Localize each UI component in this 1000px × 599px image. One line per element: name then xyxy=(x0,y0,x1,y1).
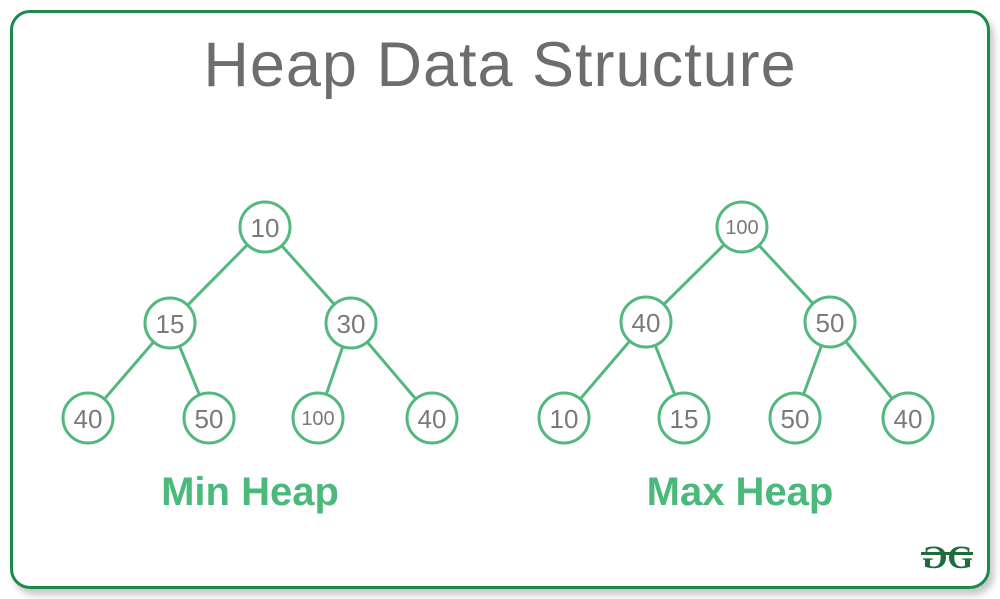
tree-node-circle xyxy=(803,295,857,349)
page-title: Heap Data Structure xyxy=(203,30,797,100)
tree-edge xyxy=(758,245,814,304)
node-value: 40 xyxy=(894,404,923,434)
tree-edge xyxy=(580,341,630,399)
tree-node-circle xyxy=(61,391,115,445)
tree-node-circle xyxy=(881,391,935,445)
tree-edge xyxy=(802,345,823,395)
tree-node-circle xyxy=(657,391,711,445)
tree-node-circle xyxy=(291,391,345,445)
node-value: 40 xyxy=(632,308,661,338)
node-value: 10 xyxy=(550,404,579,434)
tree-node-circle xyxy=(537,391,591,445)
node-value: 15 xyxy=(670,404,699,434)
min-heap: 10 15 30 40 50 100 40 xyxy=(61,200,459,445)
geeksforgeeks-logo: GG xyxy=(920,540,973,576)
tree-edge xyxy=(281,245,335,305)
node-value: 100 xyxy=(725,217,758,239)
tree-node-circle xyxy=(715,200,769,254)
tree-node-circle xyxy=(238,200,292,254)
tree-node-circle xyxy=(324,296,378,350)
node-value: 40 xyxy=(74,404,103,434)
tree-edge xyxy=(845,341,893,399)
diagram-card xyxy=(10,10,990,589)
tree-edge xyxy=(187,244,248,306)
node-value: 30 xyxy=(337,309,366,339)
node-value: 10 xyxy=(251,213,280,243)
node-value: 50 xyxy=(781,404,810,434)
tree-node-circle xyxy=(768,391,822,445)
node-value: 100 xyxy=(301,408,334,430)
logo-letter-mirrored-g: G xyxy=(922,540,948,576)
logo-letter-g: G xyxy=(947,540,973,576)
tree-node-circle xyxy=(619,295,673,349)
logo-bar xyxy=(920,552,973,555)
tree-node-circle xyxy=(405,391,459,445)
tree-edge xyxy=(325,347,344,394)
min-heap-label: Min Heap xyxy=(161,470,339,514)
max-heap: 100 40 50 10 15 50 40 xyxy=(537,200,935,445)
tree-node-circle xyxy=(182,391,236,445)
tree-edge xyxy=(654,345,676,395)
tree-edge xyxy=(104,341,154,400)
node-value: 50 xyxy=(816,308,845,338)
node-value: 15 xyxy=(156,309,185,339)
tree-node-circle xyxy=(143,296,197,350)
max-heap-label: Max Heap xyxy=(646,470,834,514)
tree-edge xyxy=(663,244,725,305)
tree-edge xyxy=(367,342,416,399)
node-value: 40 xyxy=(418,404,447,434)
node-value: 50 xyxy=(195,404,224,434)
tree-edge xyxy=(178,346,201,395)
